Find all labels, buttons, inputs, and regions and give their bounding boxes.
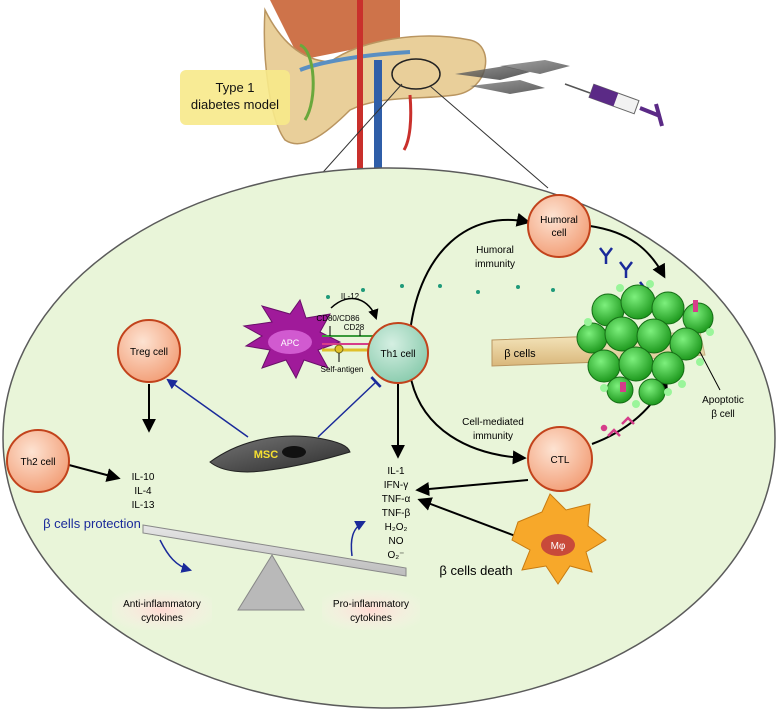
anti-cytokine-item: IL-10 (132, 472, 155, 483)
pro-cytokine-list: IL-1 IFN-γ TNF-α TNF-β H₂O₂ NO O₂⁻ (382, 466, 411, 561)
pro-cytokine-item: NO (389, 536, 404, 547)
il12-label: IL-12 (341, 292, 360, 301)
ctl-label: CTL (551, 455, 570, 466)
zoom-line-left (315, 83, 403, 181)
treg-cell: Treg cell (117, 319, 181, 383)
msc-cell-icon: MSC (209, 435, 351, 473)
anti-cytokine-list: IL-10 IL-4 IL-13 (132, 472, 155, 511)
humoral-cell-line1: Humoral (540, 215, 578, 226)
th2-label: Th2 cell (20, 457, 55, 468)
zoom-line-right (429, 85, 549, 189)
pro-cytokine-item: IFN-γ (384, 480, 408, 491)
beta-cells-protection: β cells protection (43, 516, 141, 531)
injected-msc-cells (455, 60, 570, 94)
apoptotic-line1: Apoptotic (702, 395, 744, 406)
connector-arrows (68, 212, 668, 573)
cell-mediated-line1: Cell-mediated (462, 417, 524, 428)
anti-box-line1: Anti-inflammatory (123, 599, 201, 610)
cd28-label: CD28 (344, 323, 365, 332)
th2-cell: Th2 cell (6, 429, 70, 493)
humoral-immunity-line2: immunity (475, 259, 515, 270)
pro-box-line2: cytokines (350, 613, 392, 624)
treg-label: Treg cell (130, 347, 168, 358)
syringe-icon (564, 83, 664, 127)
pancreas-illustration (263, 0, 487, 185)
th1-cell: Th1 cell (367, 322, 429, 384)
apc-cell-icon: APC (242, 298, 342, 380)
model-label-line2: diabetes model (191, 97, 279, 112)
humoral-cell: Humoral cell (527, 194, 591, 258)
model-label-box: Type 1 diabetes model (180, 70, 290, 125)
pro-cytokine-item: TNF-β (382, 508, 411, 519)
pro-cytokine-item: TNF-α (382, 494, 411, 505)
seesaw-icon (142, 524, 407, 611)
anti-box-line2: cytokines (141, 613, 183, 624)
pro-cytokine-item: O₂⁻ (388, 550, 405, 561)
apoptotic-pointer (699, 351, 721, 391)
ctl-cell: CTL (527, 426, 593, 492)
granule-icons (600, 416, 635, 437)
immune-ellipse (2, 167, 776, 709)
pro-box-line1: Pro-inflammatory (333, 599, 409, 610)
beta-cells-label: β cells (504, 348, 536, 360)
cd80-cd86-label: CD80/CD86 (316, 314, 360, 323)
pro-cytokine-item: IL-1 (387, 466, 405, 477)
pro-inflammatory-box: Pro-inflammatory cytokines (322, 590, 420, 630)
humoral-immunity-line1: Humoral (476, 245, 514, 256)
anti-cytokine-item: IL-4 (134, 486, 152, 497)
humoral-cell-line2: cell (551, 228, 566, 239)
model-label-line1: Type 1 (215, 80, 254, 95)
apoptotic-line2: β cell (711, 409, 735, 420)
anti-inflammatory-box: Anti-inflammatory cytokines (112, 590, 212, 630)
macrophage-label: Mφ (551, 541, 566, 552)
self-antigen-label: Self-antigen (321, 365, 364, 374)
cell-mediated-line2: immunity (473, 431, 513, 442)
beta-cells-death: β cells death (439, 563, 512, 578)
apc-label: APC (281, 338, 300, 348)
msc-label: MSC (254, 449, 279, 461)
pro-cytokine-item: H₂O₂ (385, 522, 408, 533)
th1-label: Th1 cell (380, 349, 415, 360)
anti-cytokine-item: IL-13 (132, 500, 155, 511)
macrophage-icon: Mφ (511, 493, 607, 585)
beta-cell-cluster-icon (576, 280, 714, 408)
